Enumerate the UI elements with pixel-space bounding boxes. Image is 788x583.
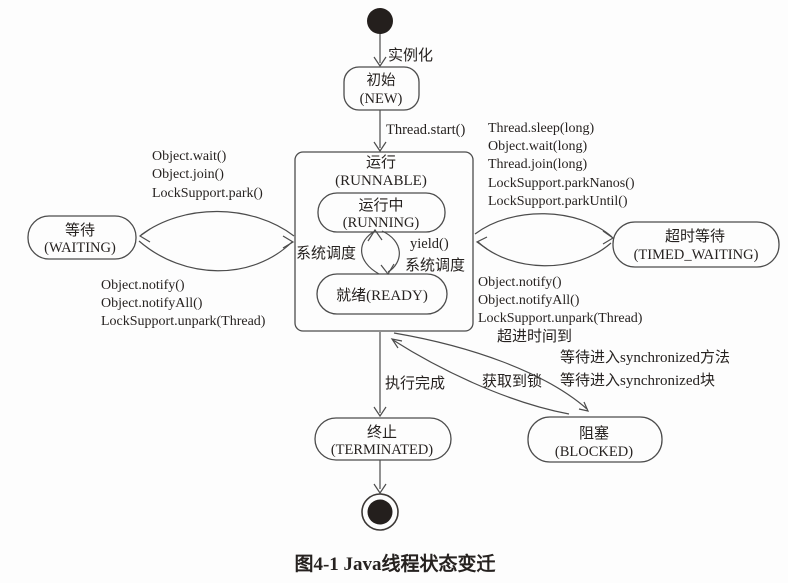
label-notify-op-2: Object.notifyAll()	[101, 296, 203, 311]
node-terminated	[314, 417, 452, 461]
node-terminated-en: (TERMINATED)	[331, 442, 433, 458]
node-blocked	[527, 416, 663, 463]
label-timed-op-2: Object.wait(long)	[488, 139, 587, 154]
arrowhead-running-to-ready	[380, 263, 395, 276]
arrowhead-runnable-to-waiting	[138, 228, 151, 243]
node-timed-waiting-en: (TIMED_WAITING)	[634, 247, 759, 263]
node-terminated-zh: 终止	[367, 424, 397, 441]
node-timed-waiting	[612, 221, 780, 268]
edge-running-to-ready	[381, 230, 400, 273]
edge-ready-to-running	[361, 230, 380, 275]
node-running	[317, 192, 446, 233]
final-state-dot	[367, 499, 393, 525]
label-timed-op-1: Thread.sleep(long)	[488, 121, 594, 136]
label-system-schedule-left: 系统调度	[296, 245, 356, 262]
arrowhead-init-to-new	[373, 56, 387, 68]
label-timed-op-5: LockSupport.parkUntil()	[488, 194, 628, 209]
label-notify-op-1: Object.notify()	[101, 278, 185, 293]
arrowhead-timed-to-runnable	[475, 236, 488, 250]
arrowhead-runnable-to-terminated	[373, 406, 387, 418]
label-yield: yield()	[410, 236, 449, 252]
label-instantiate: 实例化	[388, 47, 433, 64]
label-timed-return-2: Object.notifyAll()	[478, 293, 580, 308]
label-timed-return-1: Object.notify()	[478, 275, 562, 290]
label-timed-return-3: LockSupport.unpark(Thread)	[478, 311, 643, 326]
arrowhead-terminated-to-final	[373, 483, 387, 495]
edge-timed-to-runnable	[477, 241, 612, 267]
label-timed-op-4: LockSupport.parkNanos()	[488, 176, 635, 191]
arrowhead-new-to-runnable	[373, 141, 387, 153]
figure-caption: 图4-1 Java线程状态变迁	[294, 552, 495, 575]
edge-waiting-to-runnable	[138, 240, 293, 272]
edge-runnable-to-waiting	[140, 210, 295, 237]
node-new	[343, 66, 420, 111]
label-wait-op-2: Object.join()	[152, 167, 224, 182]
arrowhead-runnable-to-blocked	[578, 401, 590, 412]
edge-runnable-to-blocked	[393, 332, 588, 410]
node-waiting-en: (WAITING)	[44, 240, 116, 256]
node-running-zh: 运行中	[358, 197, 403, 214]
label-wait-sync-method: 等待进入synchronized方法	[560, 348, 730, 366]
label-system-schedule-right: 系统调度	[405, 257, 465, 274]
label-notify-op-3: LockSupport.unpark(Thread)	[101, 314, 266, 329]
label-exec-done: 执行完成	[385, 375, 445, 392]
label-timed-op-3: Thread.join(long)	[488, 157, 587, 172]
initial-state-dot	[367, 8, 393, 34]
arrowhead-waiting-to-runnable	[282, 235, 295, 249]
arrowhead-ready-to-running	[367, 228, 383, 242]
node-runnable-zh: 运行	[366, 154, 396, 171]
node-blocked-zh: 阻塞	[579, 424, 609, 442]
node-runnable-en: (RUNNABLE)	[335, 173, 427, 189]
edge-runnable-to-timed	[474, 213, 613, 238]
node-new-zh: 初始	[367, 72, 396, 89]
node-waiting-zh: 等待	[65, 221, 95, 239]
node-new-en: (NEW)	[360, 91, 403, 107]
label-wait-op-3: LockSupport.park()	[152, 186, 263, 201]
label-wait-sync-block: 等待进入synchronized块	[560, 371, 715, 389]
label-wait-op-1: Object.wait()	[152, 149, 227, 164]
label-acquire-lock: 获取到锁	[482, 373, 542, 390]
label-timeout-elapsed: 超进时间到	[497, 328, 572, 345]
node-ready	[316, 273, 448, 315]
node-running-en: (RUNNING)	[343, 215, 420, 231]
final-state-ring	[361, 493, 399, 531]
node-ready-zh: 就绪(READY)	[336, 287, 428, 304]
arrowhead-runnable-to-timed	[602, 230, 615, 245]
edge-blocked-to-runnable	[392, 339, 570, 415]
node-waiting	[27, 215, 137, 260]
label-thread-start: Thread.start()	[386, 122, 465, 138]
node-timed-waiting-zh: 超时等待	[665, 227, 725, 245]
node-blocked-en: (BLOCKED)	[555, 444, 633, 460]
arrowhead-blocked-to-runnable	[390, 338, 403, 349]
